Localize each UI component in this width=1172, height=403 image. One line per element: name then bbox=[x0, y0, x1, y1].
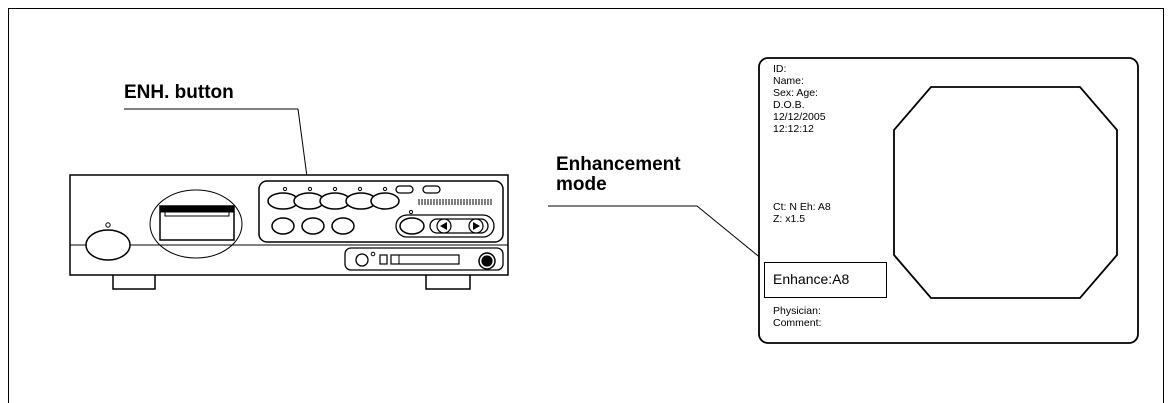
enhancement-mode-callout-line2: mode bbox=[556, 174, 607, 195]
monitor-date: 12/12/2005 bbox=[773, 111, 826, 123]
panel-button bbox=[399, 217, 425, 235]
video-processor-device bbox=[69, 174, 509, 290]
power-indicator bbox=[105, 222, 111, 228]
lamp-area-highlight bbox=[149, 189, 243, 259]
monitor-time: 12:12:12 bbox=[773, 123, 814, 135]
power-button bbox=[85, 229, 131, 261]
figure-frame bbox=[8, 8, 1164, 403]
device-foot-right bbox=[425, 273, 471, 290]
monitor-zoom: Z: x1.5 bbox=[773, 213, 806, 225]
enhance-mode-box: Enhance:A8 bbox=[764, 262, 887, 298]
enh-button bbox=[301, 217, 325, 235]
monitor-comment-label: Comment: bbox=[773, 317, 822, 329]
device-foot-left bbox=[112, 273, 156, 290]
enh-button-callout: ENH. button bbox=[124, 82, 234, 103]
card-slot bbox=[390, 254, 460, 265]
image-area-octagon bbox=[893, 86, 1118, 299]
level-meter bbox=[418, 199, 492, 205]
monitor-name-label: Name: bbox=[773, 75, 804, 87]
monitor-physician-label: Physician: bbox=[773, 305, 821, 317]
panel-button bbox=[271, 217, 295, 235]
panel-button bbox=[331, 217, 355, 235]
enhancement-mode-callout-line1: Enhancement bbox=[556, 154, 681, 175]
monitor-id-label: ID: bbox=[773, 63, 787, 75]
monitor-dob-label: D.O.B. bbox=[773, 99, 805, 111]
monitor-sex-age-label: Sex: Age: bbox=[773, 87, 818, 99]
panel-small-switch bbox=[395, 185, 414, 194]
panel-button bbox=[370, 192, 400, 210]
enhancement-mode-leader bbox=[548, 205, 769, 265]
panel-small-switch bbox=[422, 185, 441, 194]
monitor-ct-eh: Ct: N Eh: A8 bbox=[773, 201, 831, 213]
